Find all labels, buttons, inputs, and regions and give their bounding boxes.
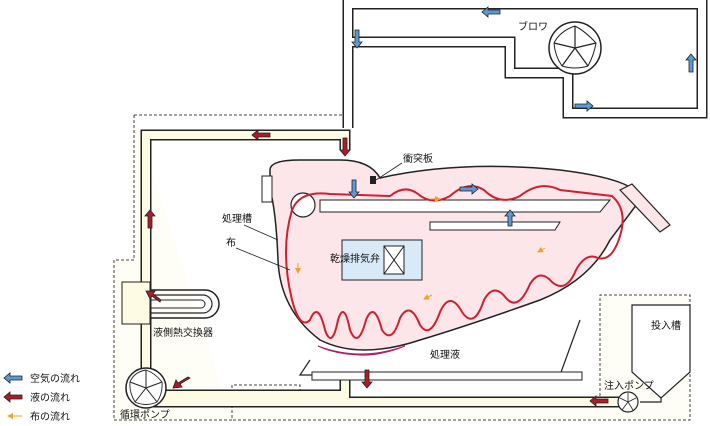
- injection-pump-label: 注入ポンプ: [604, 379, 654, 392]
- treatment-liquid-label: 処理液: [430, 348, 460, 361]
- legend-liquid-arrow-icon: [3, 391, 23, 403]
- legend-air-arrow-icon: [3, 372, 23, 384]
- legend-item-liquid: 液の流れ: [3, 391, 70, 404]
- baffle: [370, 176, 376, 184]
- blower: [548, 21, 602, 75]
- baffle-label: 衝突板: [403, 152, 433, 165]
- treatment-tank: [261, 159, 671, 381]
- treatment-tank-label: 処理槽: [222, 212, 252, 225]
- legend-air-label: 空気の流れ: [30, 372, 80, 385]
- cloth-path: [285, 185, 624, 339]
- legend: 空気の流れ 液の流れ 布の流れ: [3, 372, 80, 423]
- cloth-flow-arrows: [295, 196, 546, 300]
- legend-cloth-label: 布の流れ: [30, 410, 70, 423]
- air-duct: [342, 0, 708, 128]
- circulation-pump: [125, 367, 167, 409]
- dry-exhaust-valve: [341, 239, 423, 281]
- feed-tank: [631, 304, 691, 399]
- heat-exchanger-label: 液側熱交換器: [153, 326, 213, 339]
- legend-item-air: 空気の流れ: [3, 372, 80, 385]
- dry-exhaust-valve-label: 乾燥排気弁: [330, 252, 380, 265]
- liquid-flow-arrows: [144, 129, 609, 407]
- air-flow-arrows: [348, 6, 697, 227]
- cloth-label: 布: [226, 237, 236, 249]
- liquid-heat-exchanger: [121, 281, 220, 325]
- blower-label: ブロワ: [518, 20, 548, 33]
- equipment-frame: [134, 115, 350, 125]
- treatment-liquid-pool: [317, 345, 406, 356]
- legend-item-cloth: 布の流れ: [7, 410, 70, 423]
- injection-pump: [617, 391, 662, 413]
- circulation-pump-label: 循環ポンプ: [120, 408, 170, 421]
- feed-tank-label: 投入槽: [651, 319, 681, 332]
- legend-liquid-label: 液の流れ: [30, 391, 70, 404]
